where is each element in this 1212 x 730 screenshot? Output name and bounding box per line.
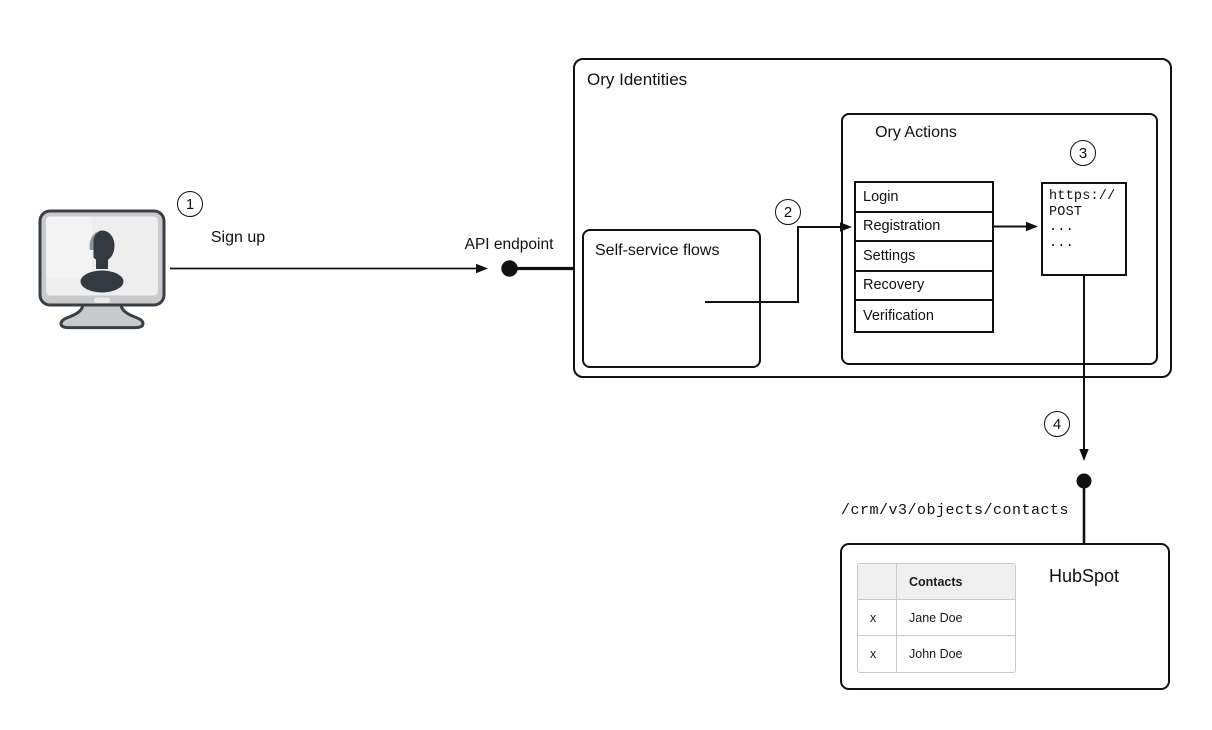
flow-row-verification: Verification bbox=[863, 307, 934, 324]
contacts-header-empty-cell bbox=[858, 564, 897, 599]
step-badge-4: 4 bbox=[1044, 411, 1070, 437]
down-arrowhead-icon bbox=[1079, 449, 1089, 461]
user-neck bbox=[96, 253, 108, 269]
contact-mark-cell: x bbox=[858, 636, 897, 672]
monitor-button bbox=[94, 297, 110, 303]
webhook-code-box: https:// POST ... ... bbox=[1041, 182, 1127, 276]
contacts-header-cell: Contacts bbox=[909, 574, 963, 589]
ory-identities-title: Ory Identities bbox=[587, 70, 688, 89]
self-service-flows-title: Self-service flows bbox=[595, 242, 720, 259]
hubspot-endpoint-dot-icon bbox=[1076, 473, 1092, 489]
step-badge-2-number: 2 bbox=[783, 203, 793, 221]
step-badge-4-number: 4 bbox=[1052, 415, 1062, 433]
webhook-code-line: ... bbox=[1049, 235, 1074, 251]
webhook-code-line: POST bbox=[1049, 204, 1083, 220]
contact-name-cell: Jane Doe bbox=[909, 610, 963, 625]
step-badge-2: 2 bbox=[775, 199, 801, 225]
contacts-table-row: x John Doe bbox=[858, 636, 1015, 672]
hubspot-endpoint-path-label: /crm/v3/objects/contacts bbox=[841, 502, 1070, 519]
step-badge-1: 1 bbox=[177, 191, 203, 217]
contact-name-cell: John Doe bbox=[909, 647, 963, 661]
step-badge-1-number: 1 bbox=[185, 195, 195, 213]
user-head-highlight bbox=[89, 230, 97, 250]
api-endpoint-label: API endpoint bbox=[464, 236, 554, 253]
api-endpoint-dot-icon bbox=[501, 260, 518, 277]
hubspot-title: HubSpot bbox=[1048, 566, 1120, 586]
flow-row-recovery: Recovery bbox=[856, 272, 992, 301]
user-computer-icon bbox=[38, 209, 166, 330]
monitor-stand bbox=[59, 302, 145, 330]
step-badge-3-number: 3 bbox=[1078, 144, 1088, 162]
webhook-code-line: https:// bbox=[1049, 189, 1116, 204]
monitor-screen-highlight bbox=[46, 216, 92, 279]
contact-mark-cell: x bbox=[858, 600, 897, 635]
contacts-table-row: x Jane Doe bbox=[858, 600, 1015, 636]
user-shoulders bbox=[80, 270, 124, 293]
flow-row-registration: Registration bbox=[856, 213, 992, 242]
step-badge-3: 3 bbox=[1070, 140, 1096, 166]
contacts-table-header-row: Contacts bbox=[858, 564, 1015, 600]
ory-actions-title: Ory Actions bbox=[875, 124, 957, 141]
hubspot-contacts-table: Contacts x Jane Doe x John Doe bbox=[857, 563, 1016, 673]
sign-up-label: Sign up bbox=[210, 229, 266, 246]
ory-actions-flow-table: Login Registration Settings Recovery Ver… bbox=[854, 181, 994, 333]
webhook-code-line: ... bbox=[1049, 220, 1074, 235]
flow-row-login: Login bbox=[856, 183, 992, 213]
flow-row-settings: Settings bbox=[856, 242, 992, 272]
signup-arrowhead-icon bbox=[476, 263, 488, 274]
